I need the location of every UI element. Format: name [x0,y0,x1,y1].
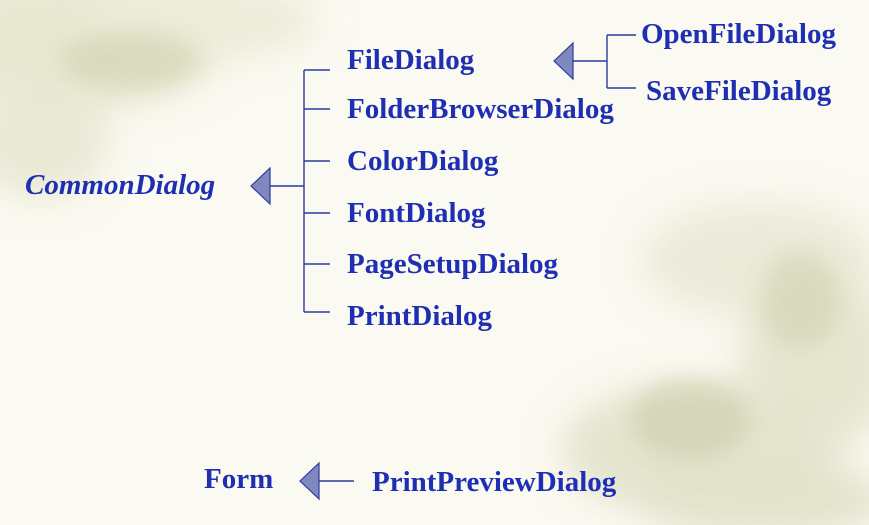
node-label-savefiledialog: SaveFileDialog [646,75,832,107]
root-label-commondialog: CommonDialog [25,169,216,201]
inheritance-arrow-icon [250,166,271,206]
node-label-openfiledialog: OpenFileDialog [641,18,836,50]
inheritance-arrow-icon [299,461,320,501]
node-label-fontdialog: FontDialog [347,197,486,229]
node-label-pagesetupdialog: PageSetupDialog [347,248,559,280]
inheritance-arrow-icon [553,41,574,81]
node-label-printdialog: PrintDialog [347,300,492,332]
node-label-printpreviewdialog: PrintPreviewDialog [372,466,617,498]
node-label-colordialog: ColorDialog [347,145,499,177]
root-label-form: Form [204,463,274,495]
node-label-filedialog: FileDialog [347,44,475,76]
node-label-folderbrowserdialog: FolderBrowserDialog [347,93,614,125]
